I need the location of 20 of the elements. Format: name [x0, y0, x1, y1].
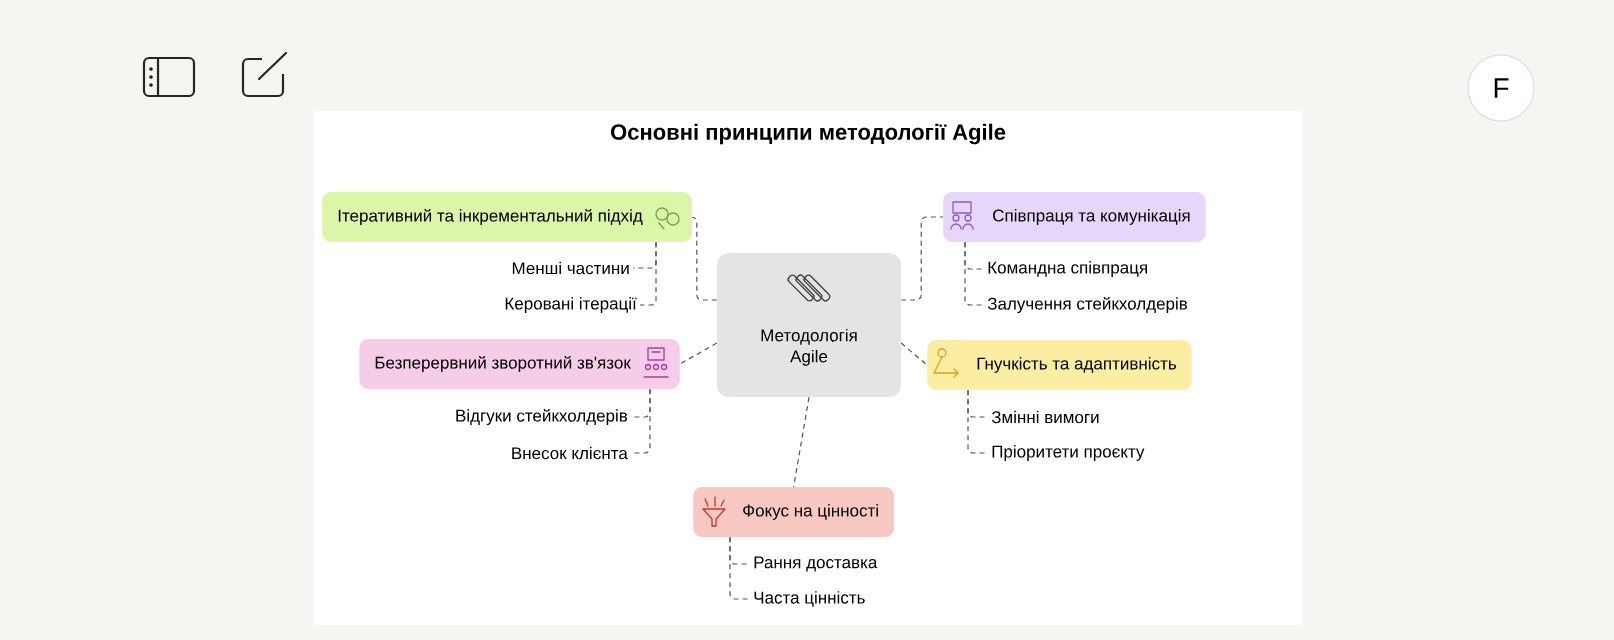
branch-text: Керовані ітерації	[505, 297, 637, 313]
central-box: Методологія Agile	[717, 253, 901, 397]
branch-text: Відгуки стейкхолдерів	[456, 408, 628, 426]
branch-text: Змінні вимоги	[991, 410, 1099, 424]
branch-text: Пріоритети проєкту	[992, 445, 1145, 461]
topic-box: Безперервний зворотний зв'язок	[359, 339, 680, 389]
branch-text: Внесок клієнта	[512, 446, 628, 460]
branch-text: Командна співпраця	[988, 261, 1147, 277]
branch-text: Менші частини	[512, 261, 629, 275]
connector	[900, 342, 928, 366]
topic-box: Співпраця та комунікація	[943, 192, 1206, 242]
branch-text: Залучення стейкхолдерів	[987, 296, 1188, 314]
connector	[793, 396, 810, 488]
topic-box: Гнучкість та адаптивність	[927, 340, 1192, 390]
branch-text: Рання доставка	[754, 556, 878, 572]
connector	[679, 342, 718, 365]
topic-box: Ітеративний та інкрементальний підхід	[322, 192, 692, 242]
title: Основні принципи методології Agile	[611, 123, 1006, 145]
topic-box: Фокус на цінності	[693, 487, 895, 537]
branch-text: Часта цінність	[754, 591, 865, 607]
